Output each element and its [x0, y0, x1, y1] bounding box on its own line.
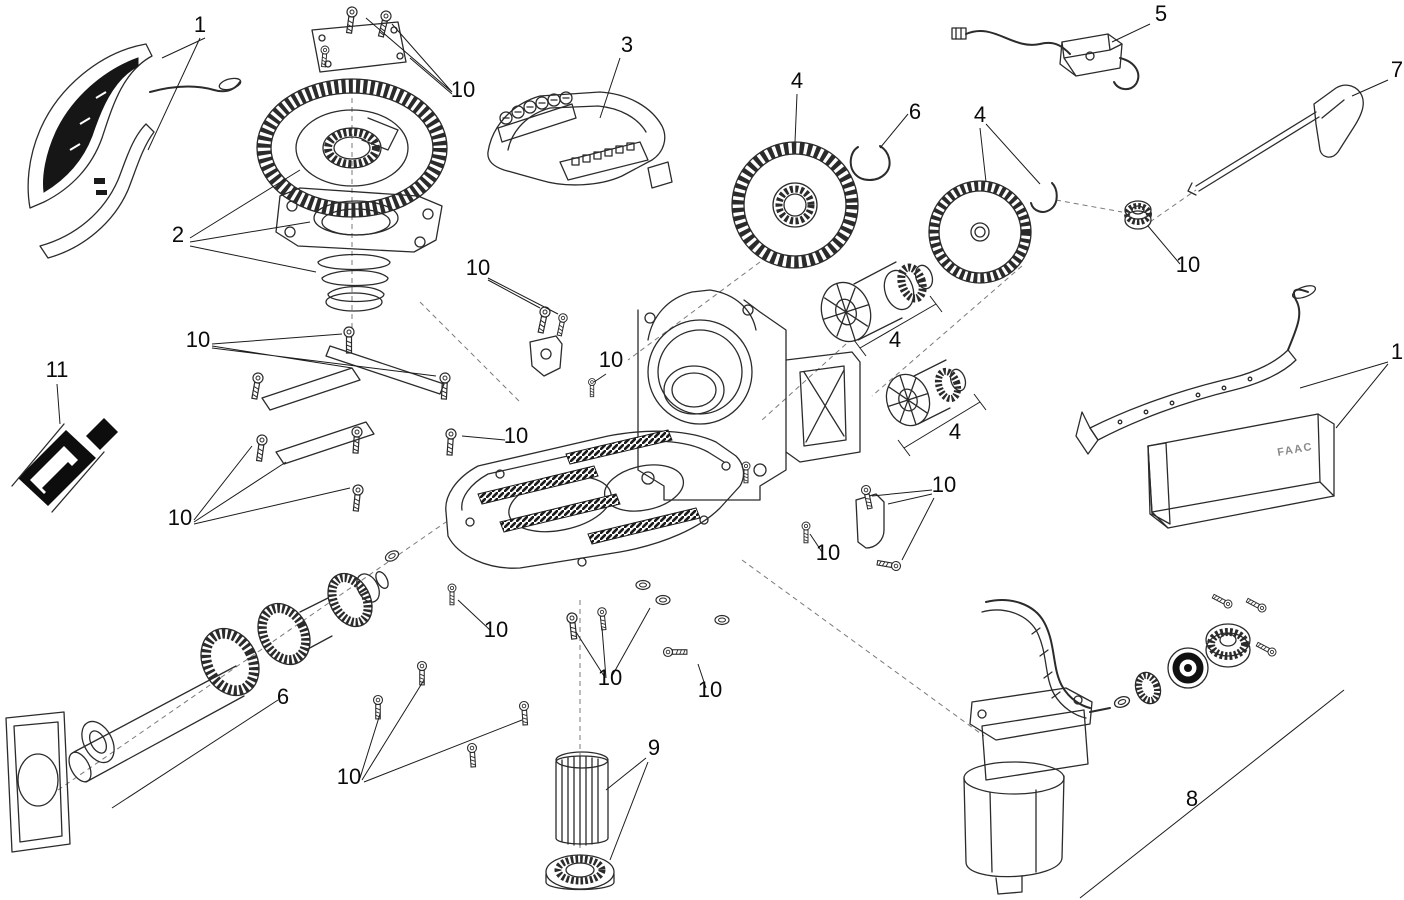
part-left-cover — [27, 43, 242, 259]
callout-label: 1 — [1391, 339, 1403, 364]
part-release-key — [1187, 84, 1364, 196]
callout-label: 10 — [816, 540, 840, 565]
callout-label: 7 — [1391, 57, 1403, 82]
part-rubber-bushing — [545, 751, 615, 891]
part-coupling-lower — [885, 359, 967, 427]
callout-label: 11 — [46, 357, 69, 382]
callout-label: 10 — [932, 472, 956, 497]
callout-label: 5 — [1155, 1, 1167, 26]
callout-label: 10 — [451, 77, 475, 102]
part-right-cover: FAAC — [1075, 285, 1335, 529]
part-coupling-upper — [820, 261, 934, 343]
part-pinion-shaft — [5, 548, 401, 853]
central-housing — [445, 289, 902, 572]
callout-labels: 1 10 3 4 6 4 5 7 2 10 10 10 10 1 11 10 4… — [46, 1, 1404, 811]
leader-lines — [56, 17, 1389, 899]
callout-label: 10 — [168, 505, 192, 530]
callout-label: 10 — [698, 677, 722, 702]
callout-label: 4 — [791, 68, 803, 93]
part-gear-small — [928, 180, 1032, 284]
part-cable-clamp — [487, 91, 673, 189]
callout-label: 1 — [194, 12, 206, 37]
callout-label: 2 — [172, 222, 184, 247]
fastener-group-bottom — [372, 579, 730, 768]
callout-label: 10 — [466, 255, 490, 280]
part-crown-gear-assembly — [256, 5, 448, 312]
brand-logo-text: FAAC — [1276, 441, 1313, 459]
callout-label: 10 — [599, 347, 623, 372]
callout-label: 9 — [648, 735, 660, 760]
part-limit-switch-wiring — [951, 27, 1140, 90]
callout-label: 4 — [889, 327, 901, 352]
callout-label: 6 — [277, 684, 289, 709]
callout-label: 10 — [337, 764, 361, 789]
callout-label: 4 — [949, 419, 961, 444]
callout-label: 10 — [504, 423, 528, 448]
callout-label: 10 — [1176, 252, 1200, 277]
callout-label: 8 — [1186, 786, 1198, 811]
callout-label: 4 — [974, 102, 986, 127]
callout-label: 10 — [186, 327, 210, 352]
part-gear-large — [731, 141, 859, 269]
fastener-group-left — [248, 326, 457, 513]
part-bushing-nut — [1124, 200, 1152, 230]
fastener-group-top-center — [529, 305, 596, 398]
part-seeger-ring — [849, 145, 891, 181]
callout-label: 10 — [484, 617, 508, 642]
callout-label: 6 — [909, 99, 921, 124]
part-seeger-ring-2 — [1030, 182, 1058, 213]
callout-label: 3 — [621, 32, 633, 57]
callout-label: 10 — [598, 665, 622, 690]
part-motor — [963, 592, 1278, 895]
part-grease-symbol — [11, 418, 118, 513]
